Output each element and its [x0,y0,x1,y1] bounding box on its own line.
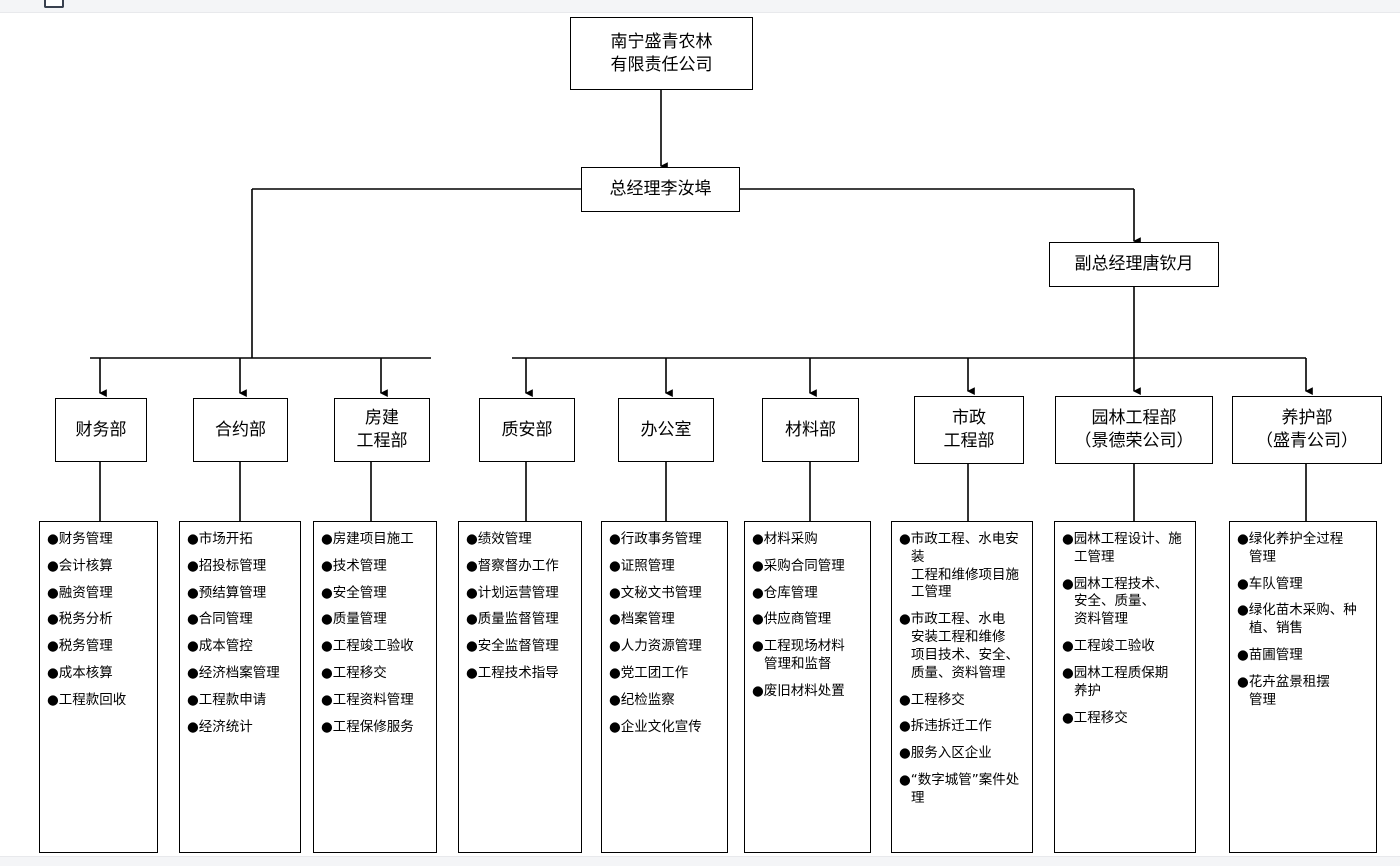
general-manager-box[interactable]: 总经理李汝埠 [581,167,740,212]
duty-item: ●工程移交 [321,665,387,682]
duty-item: ●融资管理 [47,584,113,601]
duty-item: ●质量管理 [321,611,387,628]
duty-item: ●经济统计 [187,718,253,735]
duty-item: ●安全管理 [321,584,387,601]
duty-item: ●技术管理 [321,557,387,574]
duty-item: ●工程竣工验收 [321,638,414,655]
duty-item: ●仓库管理 [752,584,818,601]
duty-item: ●车队管理 [1237,575,1303,592]
duty-item: ●安全监督管理 [466,638,559,655]
duty-list-5[interactable]: ●材料采购 ●采购合同管理 ●仓库管理 ●供应商管理 ●工程现场材料 管理和监督 ●废旧材… [744,521,871,853]
duty-item: ●工程移交 [899,691,965,708]
duty-item: ●纪检监察 [609,691,675,708]
duty-item: ●服务入区企业 [899,745,992,762]
duty-list-3[interactable]: ●绩效管理 ●督察督办工作 ●计划运营管理 ●质量监督管理 ●安全监督管理 ●工程技术指导 [458,521,582,853]
department-box-5[interactable]: 材料部 [762,398,859,462]
duty-item: ●证照管理 [609,557,675,574]
duty-list-4[interactable]: ●行政事务管理 ●证照管理 ●文秘文书管理 ●档案管理 ●人力资源管理 ●党工团工作 ●纪检… [601,521,728,853]
duty-item: ●督察督办工作 [466,557,559,574]
department-box-0[interactable]: 财务部 [55,398,147,462]
duty-item: ●税务管理 [47,638,113,655]
duty-item: ●经济档案管理 [187,665,280,682]
duty-list-8[interactable]: ●绿化养护全过程 管理 ●车队管理 ●绿化苗木采购、种 植、销售 ●苗圃管理 ●花卉盆景… [1229,521,1377,853]
duty-item: ●工程技术指导 [466,665,559,682]
duty-item: ●工程竣工验收 [1062,638,1155,655]
duty-item: ●工程现场材料 管理和监督 [752,638,845,673]
duty-item: ●合同管理 [187,611,253,628]
department-box-7[interactable]: 园林工程部 （景德荣公司） [1055,396,1213,464]
department-box-2[interactable]: 房建 工程部 [334,398,430,462]
duty-list-6[interactable]: ●市政工程、水电安装 工程和维修项目施 工管理 ●市政工程、水电 安装工程和维修 … [891,521,1033,853]
duty-item: ●计划运营管理 [466,584,559,601]
duty-item: ●预结算管理 [187,584,267,601]
duty-item: ●园林工程设计、施 工管理 [1062,531,1182,565]
duty-item: ●招投标管理 [187,557,267,574]
duty-list-7[interactable]: ●园林工程设计、施 工管理 ●园林工程技术、 安全、质量、 资料管理 ●工程竣工验收… [1054,521,1196,853]
department-box-6[interactable]: 市政 工程部 [914,396,1024,464]
duty-item: ●档案管理 [609,611,675,628]
duty-item: ●绿化养护全过程 管理 [1237,531,1344,565]
duty-item: ●绩效管理 [466,531,532,547]
toolbar-fragment-icon[interactable] [44,0,64,8]
window-bottom-bar [0,856,1400,866]
window-top-bar [0,0,1400,13]
vice-general-manager-box[interactable]: 副总经理唐钦月 [1049,242,1219,287]
duty-item: ●行政事务管理 [609,531,702,547]
duty-item: ●企业文化宣传 [609,718,702,735]
duty-item: ●人力资源管理 [609,638,702,655]
duty-item: ●成本核算 [47,665,113,682]
duty-item: ●市场开拓 [187,531,253,547]
duty-item: ●会计核算 [47,557,113,574]
duty-list-1[interactable]: ●市场开拓 ●招投标管理 ●预结算管理 ●合同管理 ●成本管控 ●经济档案管理 ●工程款申请… [179,521,301,853]
duty-item: ●苗圃管理 [1237,647,1303,664]
duty-item: ●工程款申请 [187,691,267,708]
duty-item: ●“数字城管”案件处 理 [899,771,1020,806]
duty-item: ●废旧材料处置 [752,682,845,699]
duty-item: ●拆违拆迁工作 [899,718,992,735]
duty-item: ●文秘文书管理 [609,584,702,601]
duty-item: ●工程移交 [1062,709,1128,726]
duty-item: ●市政工程、水电安装 工程和维修项目施 工管理 [899,531,1019,601]
duty-item: ●工程保修服务 [321,718,414,735]
duty-item: ●财务管理 [47,531,113,547]
duty-item: ●采购合同管理 [752,557,845,574]
root-company-box[interactable]: 南宁盛青农林 有限责任公司 [570,17,753,90]
duty-item: ●党工团工作 [609,665,689,682]
department-box-8[interactable]: 养护部 （盛青公司） [1232,396,1382,464]
duty-item: ●工程资料管理 [321,691,414,708]
duty-item: ●园林工程质保期 养护 [1062,664,1169,699]
duty-item: ●市政工程、水电 安装工程和维修 项目技术、安全、 质量、资料管理 [899,611,1019,681]
department-box-4[interactable]: 办公室 [618,398,714,462]
department-box-3[interactable]: 质安部 [479,398,575,462]
duty-item: ●成本管控 [187,638,253,655]
duty-list-0[interactable]: ●财务管理 ●会计核算 ●融资管理 ●税务分析 ●税务管理 ●成本核算 ●工程款回收 [39,521,158,853]
duty-item: ●园林工程技术、 安全、质量、 资料管理 [1062,575,1169,628]
duty-item: ●绿化苗木采购、种 植、销售 [1237,602,1357,637]
duty-item: ●工程款回收 [47,691,127,708]
duty-item: ●供应商管理 [752,611,832,628]
duty-item: ●房建项目施工 [321,531,414,547]
duty-item: ●质量监督管理 [466,611,559,628]
department-box-1[interactable]: 合约部 [193,398,288,462]
duty-item: ●花卉盆景租摆 管理 [1237,673,1330,708]
duty-item: ●税务分析 [47,611,113,628]
duty-item: ●材料采购 [752,531,818,547]
duty-list-2[interactable]: ●房建项目施工 ●技术管理 ●安全管理 ●质量管理 ●工程竣工验收 ●工程移交 ●工程资料管… [313,521,437,853]
